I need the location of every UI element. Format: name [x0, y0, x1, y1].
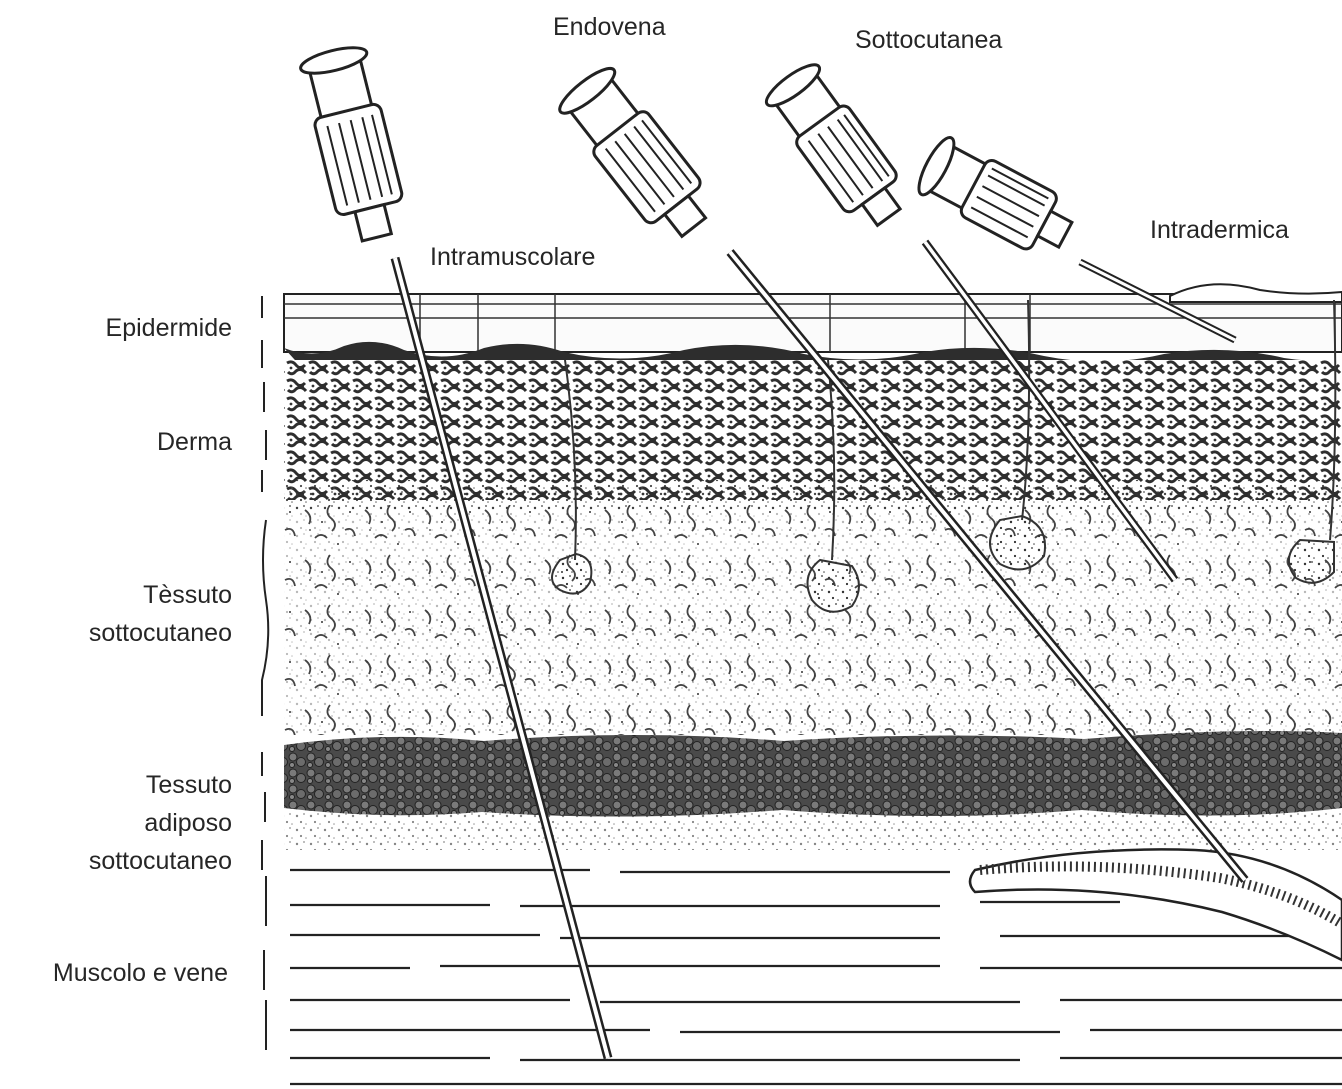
- label-adipose-2: adiposo: [144, 804, 232, 842]
- vein: [970, 849, 1342, 960]
- label-epidermis: Epidermide: [106, 309, 232, 347]
- label-intradermal: Intradermica: [1150, 211, 1289, 249]
- label-intravenous: Endovena: [553, 8, 666, 46]
- label-dermis: Derma: [157, 423, 232, 461]
- label-adipose-1: Tessuto: [146, 766, 232, 804]
- label-subcutaneous-route: Sottocutanea: [855, 21, 1002, 59]
- label-subcutaneous-tissue-2: sottocutaneo: [89, 614, 232, 652]
- label-muscle: Muscolo e vene: [53, 954, 228, 992]
- layer-brackets: [262, 296, 268, 1050]
- label-intramuscular: Intramuscolare: [430, 238, 595, 276]
- label-subcutaneous-tissue-1: Tèssuto: [143, 576, 232, 614]
- label-adipose-3: sottocutaneo: [89, 842, 232, 880]
